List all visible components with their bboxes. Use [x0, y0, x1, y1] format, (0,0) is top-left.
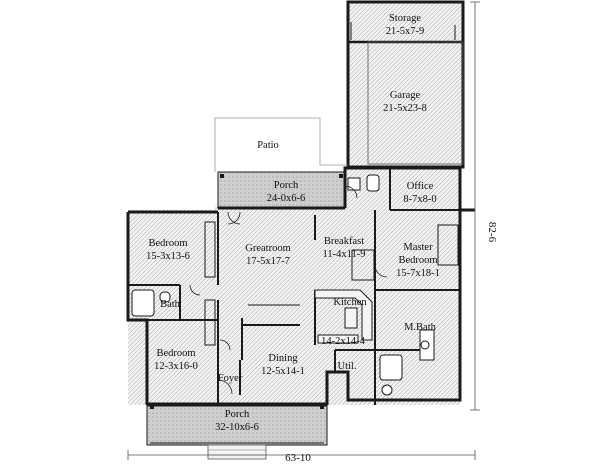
width-dimension-label: 63-10 — [285, 452, 311, 464]
patio-area — [214, 117, 348, 172]
dining-label: Dining — [268, 353, 298, 364]
bedroom-1-size: 15-3x13-6 — [146, 251, 190, 262]
breakfast-label: Breakfast — [324, 236, 364, 247]
master-bedroom-label: Master — [403, 242, 433, 253]
master-bedroom-label-2: Bedroom — [398, 255, 437, 266]
front-porch-size: 32-10x6-6 — [215, 422, 259, 433]
kitchen-label: Kitchen — [333, 297, 367, 308]
room-labels: Storage 21-5x7-9 Garage 21-5x23-8 Patio … — [146, 13, 440, 433]
greatroom-label: Greatroom — [245, 243, 290, 254]
closets — [204, 221, 459, 346]
doors — [189, 185, 388, 395]
back-porch-size: 24-0x6-6 — [267, 193, 306, 204]
garage-size: 21-5x23-8 — [383, 103, 427, 114]
width-dimension — [127, 450, 476, 460]
kitchen-size: 14-2x14-4 — [321, 336, 365, 347]
bedroom-2-size: 12-3x16-0 — [154, 361, 198, 372]
master-bedroom-size: 15-7x18-1 — [396, 268, 440, 279]
bath-fixtures — [131, 174, 435, 396]
storage-size: 21-5x7-9 — [386, 26, 425, 37]
house-interior — [128, 165, 460, 405]
kitchen-counters — [314, 289, 373, 344]
m-bath-label: M.Bath — [404, 322, 437, 333]
storage-label: Storage — [389, 13, 421, 24]
breakfast-size: 11-4x11-9 — [323, 249, 366, 260]
interior-walls — [128, 168, 460, 405]
office-label: Office — [407, 181, 434, 192]
util-label: Util. — [338, 361, 357, 372]
office-size: 8-7x8-0 — [403, 194, 436, 205]
bedroom-1-label: Bedroom — [148, 238, 187, 249]
garage-label: Garage — [390, 90, 421, 101]
bedroom-2-label: Bedroom — [156, 348, 195, 359]
patio-label: Patio — [257, 140, 279, 151]
bath-label: Bath — [160, 299, 181, 310]
back-porch-label: Porch — [274, 180, 299, 191]
foyer-label: Foyer — [218, 373, 243, 384]
front-porch-label: Porch — [225, 409, 250, 420]
greatroom-size: 17-5x17-7 — [246, 256, 290, 267]
front-porch — [146, 402, 328, 460]
dining-size: 12-5x14-1 — [261, 366, 305, 377]
garage-block — [346, 0, 465, 169]
depth-dimension-label: 82-6 — [486, 222, 498, 243]
depth-dimension — [470, 1, 480, 411]
